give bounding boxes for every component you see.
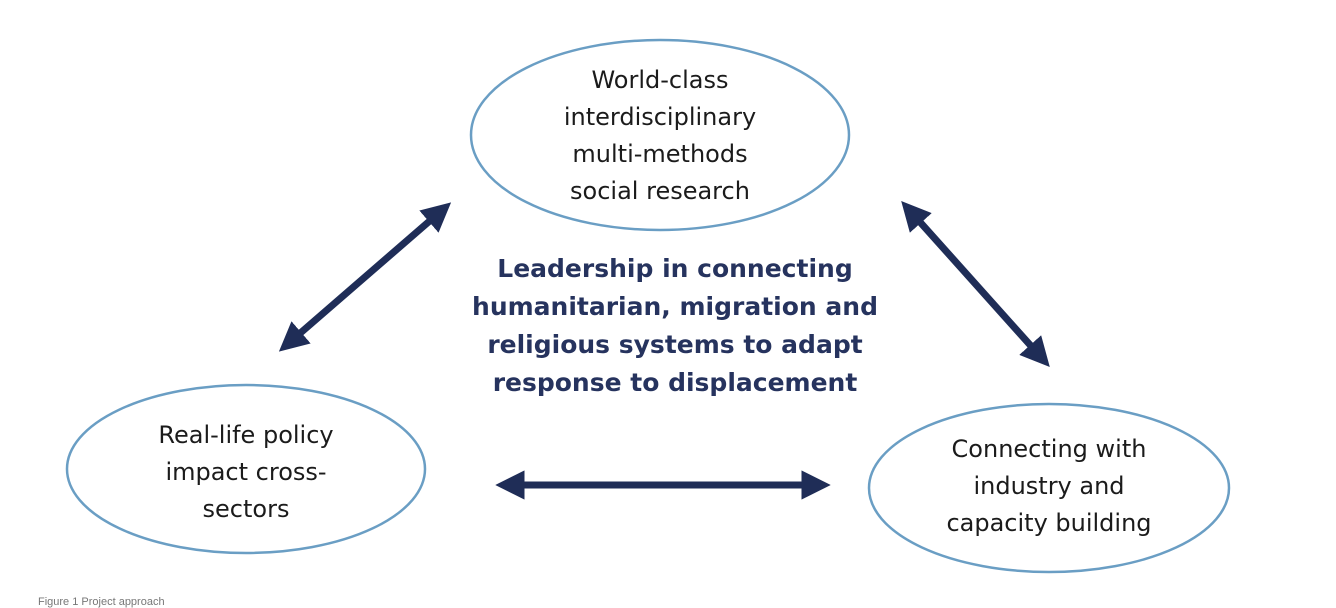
arrow-top-left xyxy=(278,202,452,352)
right-node-line-2: industry and xyxy=(973,472,1125,500)
top-node-text: World-class interdisciplinary multi-meth… xyxy=(500,62,820,210)
figure-caption: Figure 1 Project approach xyxy=(38,596,165,608)
center-statement: Leadership in connecting humanitarian, m… xyxy=(430,250,920,402)
top-node-line-1: World-class xyxy=(591,66,729,94)
top-node-line-2: interdisciplinary xyxy=(563,103,757,131)
right-node-ellipse xyxy=(867,402,1231,574)
top-node-ellipse xyxy=(469,38,851,232)
right-node-text: Connecting with industry and capacity bu… xyxy=(899,431,1199,542)
left-node-line-2: impact cross- xyxy=(165,458,327,486)
left-node-line-3: sectors xyxy=(202,495,290,523)
right-node-line-3: capacity building xyxy=(946,509,1152,537)
center-statement-line-3: religious systems to adapt xyxy=(487,330,863,359)
top-node-line-4: social research xyxy=(570,177,750,205)
center-statement-line-1: Leadership in connecting xyxy=(497,254,853,283)
arrow-top-right xyxy=(901,201,1050,367)
center-statement-line-4: response to displacement xyxy=(492,368,858,397)
center-statement-line-2: humanitarian, migration and xyxy=(472,292,878,321)
left-node-text: Real-life policy impact cross- sectors xyxy=(96,417,396,528)
top-node-line-3: multi-methods xyxy=(572,140,748,168)
right-node-line-1: Connecting with xyxy=(951,435,1147,463)
left-node-ellipse xyxy=(65,383,427,555)
left-node-line-1: Real-life policy xyxy=(158,421,334,449)
